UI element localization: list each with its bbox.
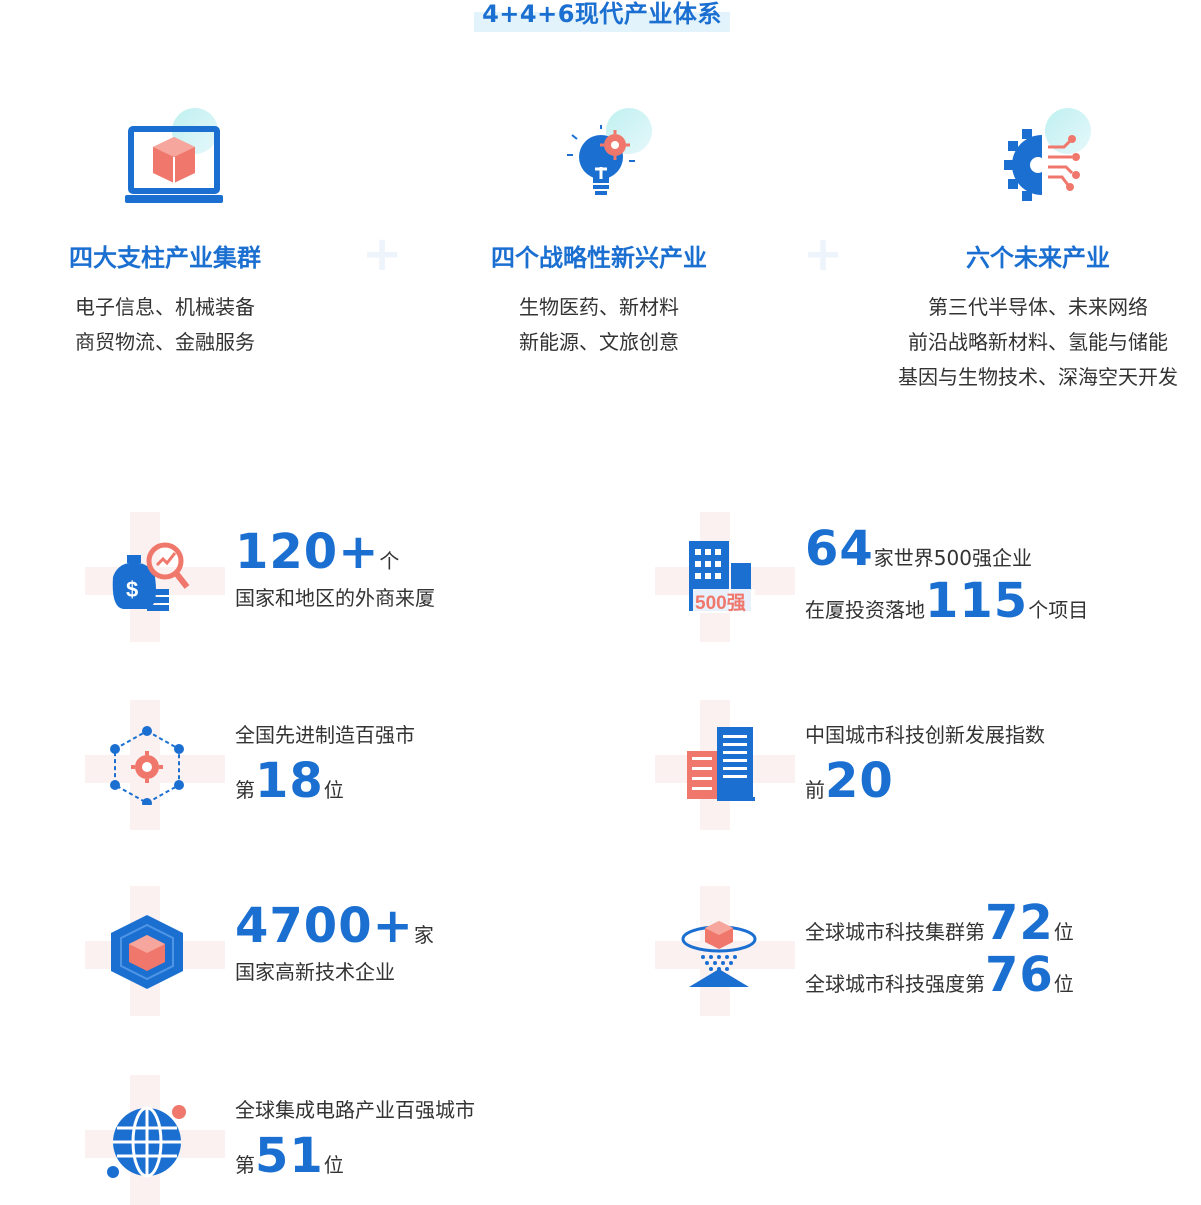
- column-line: 前沿战略新材料、氢能与储能: [908, 330, 1168, 354]
- stat-text: 64 家世界500强企业 在厦投资落地 115 个项目: [805, 524, 1088, 626]
- cube-hexagon-icon: [103, 911, 193, 995]
- column-line: 基因与生物技术、深海空天开发: [898, 365, 1178, 389]
- plus-sign: +: [362, 226, 403, 282]
- column-lines: 生物医药、新材料 新能源、文旅创意: [434, 290, 764, 360]
- stat-number: 115: [925, 573, 1029, 629]
- stat-desc: 中国城市科技创新发展指数: [805, 723, 1045, 747]
- globe-icon: [103, 1100, 193, 1184]
- column-line: 新能源、文旅创意: [519, 330, 679, 354]
- cube-funnel-icon: [673, 911, 763, 995]
- industry-column-emerging: 四个战略性新兴产业 生物医药、新材料 新能源、文旅创意: [434, 100, 764, 360]
- stat-text: 120+ 个 国家和地区的外商来厦: [235, 527, 435, 613]
- stat-unit: 个: [379, 549, 400, 573]
- column-line: 生物医药、新材料: [519, 295, 679, 319]
- column-line: 商贸物流、金融服务: [75, 330, 255, 354]
- stat-number: 18: [255, 753, 324, 809]
- industry-column-pillar: 四大支柱产业集群 电子信息、机械装备 商贸物流、金融服务: [0, 100, 330, 360]
- stat-text: 全球城市科技集群第 72 位 全球城市科技强度第 76 位: [805, 898, 1074, 1000]
- building-500-icon: 500强: [673, 537, 763, 621]
- stat-prefix: 在厦投资落地: [805, 598, 925, 622]
- stat-suffix: 位: [323, 1153, 344, 1177]
- server-building-icon: [673, 725, 763, 809]
- stat-prefix: 第: [235, 1153, 255, 1177]
- stat-number: 72: [985, 895, 1054, 951]
- money-bag-chart-icon: $: [103, 537, 193, 621]
- title-highlight: [474, 12, 730, 32]
- laptop-cube-icon: [100, 100, 230, 220]
- stat-prefix: 全球城市科技强度第: [805, 972, 985, 996]
- stat-prefix: 前: [805, 778, 825, 802]
- stat-suffix: 个项目: [1028, 598, 1089, 622]
- stat-desc: 家世界500强企业: [873, 546, 1032, 570]
- stat-number: 20: [825, 753, 894, 809]
- plus-sign: +: [803, 226, 844, 282]
- stat-suffix: 位: [1053, 920, 1074, 944]
- stat-number: 51: [255, 1128, 324, 1184]
- network-gear-icon: [103, 725, 193, 809]
- stat-suffix: 位: [1053, 972, 1074, 996]
- stat-desc: 全球集成电路产业百强城市: [235, 1098, 475, 1122]
- svg-text:500强: 500强: [695, 592, 746, 614]
- stat-prefix: 全球城市科技集群第: [805, 920, 985, 944]
- column-line: 第三代半导体、未来网络: [928, 295, 1148, 319]
- column-lines: 电子信息、机械装备 商贸物流、金融服务: [0, 290, 330, 360]
- stat-suffix: 位: [323, 778, 344, 802]
- column-lines: 第三代半导体、未来网络 前沿战略新材料、氢能与储能 基因与生物技术、深海空天开发: [873, 290, 1201, 395]
- column-line: 电子信息、机械装备: [75, 295, 255, 319]
- column-title: 六个未来产业: [966, 244, 1110, 272]
- industry-column-future: 六个未来产业 第三代半导体、未来网络 前沿战略新材料、氢能与储能 基因与生物技术…: [873, 100, 1201, 395]
- title-text: 4+4+6现代产业体系: [482, 0, 722, 28]
- stat-number: 76: [985, 947, 1054, 1003]
- stat-text: 全国先进制造百强市 第 18 位: [235, 720, 415, 806]
- stat-number: 4700+: [235, 898, 414, 954]
- stat-desc: 全国先进制造百强市: [235, 723, 415, 747]
- stat-unit: 家: [413, 923, 434, 947]
- stat-prefix: 第: [235, 778, 255, 802]
- stat-desc: 国家和地区的外商来厦: [235, 586, 435, 610]
- page-title: 4+4+6现代产业体系: [470, 0, 734, 34]
- stat-text: 中国城市科技创新发展指数 前 20: [805, 720, 1045, 806]
- svg-text:$: $: [126, 577, 138, 602]
- stat-desc: 国家高新技术企业: [235, 960, 395, 984]
- column-title: 四大支柱产业集群: [69, 244, 261, 272]
- column-title: 四个战略性新兴产业: [491, 244, 707, 272]
- stat-number: 120+: [235, 524, 380, 580]
- gear-circuit-icon: [973, 100, 1103, 220]
- stat-text: 全球集成电路产业百强城市 第 51 位: [235, 1095, 475, 1181]
- stat-number: 64: [805, 521, 874, 577]
- lightbulb-gear-icon: [534, 100, 664, 220]
- stat-text: 4700+ 家 国家高新技术企业: [235, 901, 434, 987]
